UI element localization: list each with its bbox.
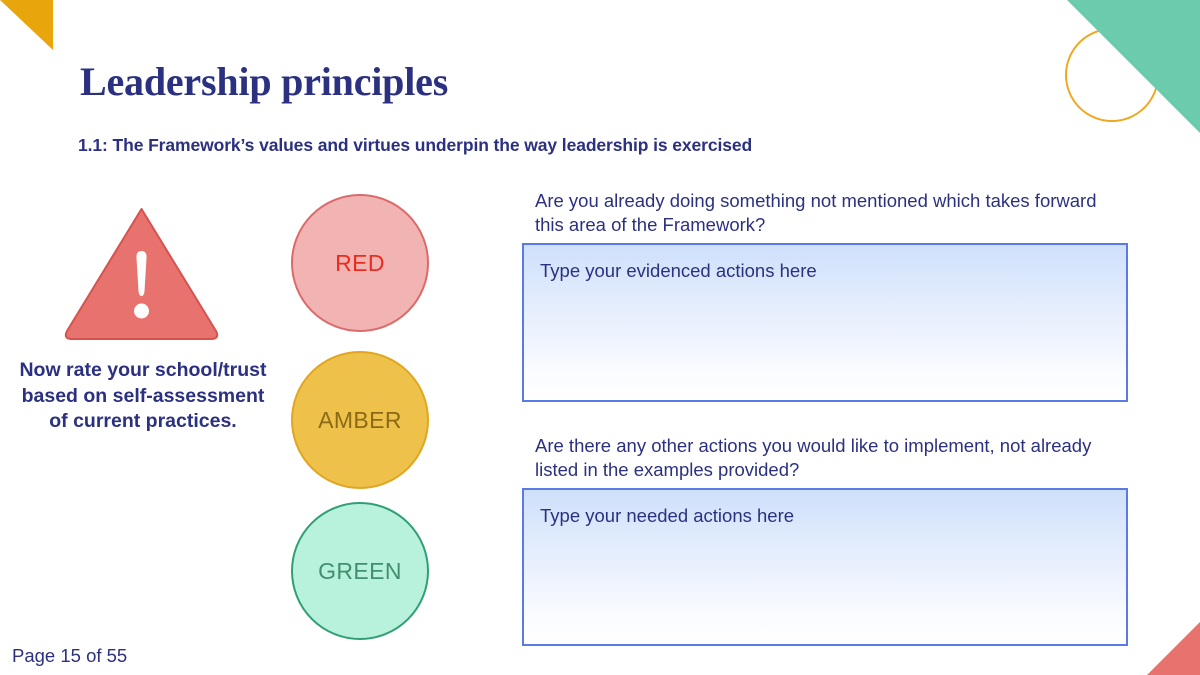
rating-option-amber[interactable]: AMBER [291, 351, 429, 489]
yellow-triangle-decoration [0, 0, 53, 50]
question-2-prompt: Are there any other actions you would li… [535, 435, 1092, 480]
answer-input-evidenced-actions[interactable]: Type your evidenced actions here [522, 243, 1128, 402]
rating-option-green[interactable]: GREEN [291, 502, 429, 640]
red-triangle-decoration [1147, 622, 1200, 675]
rating-option-amber-label: AMBER [318, 406, 402, 433]
rating-option-red[interactable]: RED [291, 194, 429, 332]
page-subtitle: 1.1: The Framework’s values and virtues … [78, 135, 753, 155]
question-1-prompt: Are you already doing something not ment… [535, 190, 1097, 235]
page-number: Page 15 of 55 [12, 645, 128, 666]
rating-instruction-text: Now rate your school/trust based on self… [19, 359, 267, 432]
rating-option-red-label: RED [335, 249, 385, 276]
green-triangle-decoration [1067, 0, 1200, 133]
page-title: Leadership principles [80, 59, 449, 104]
answer-input-needed-actions-placeholder: Type your needed actions here [540, 505, 795, 526]
answer-input-evidenced-actions-placeholder: Type your evidenced actions here [540, 260, 817, 281]
answer-input-needed-actions[interactable]: Type your needed actions here [522, 488, 1128, 646]
rating-option-green-label: GREEN [318, 557, 402, 584]
warning-triangle-icon [60, 203, 223, 343]
